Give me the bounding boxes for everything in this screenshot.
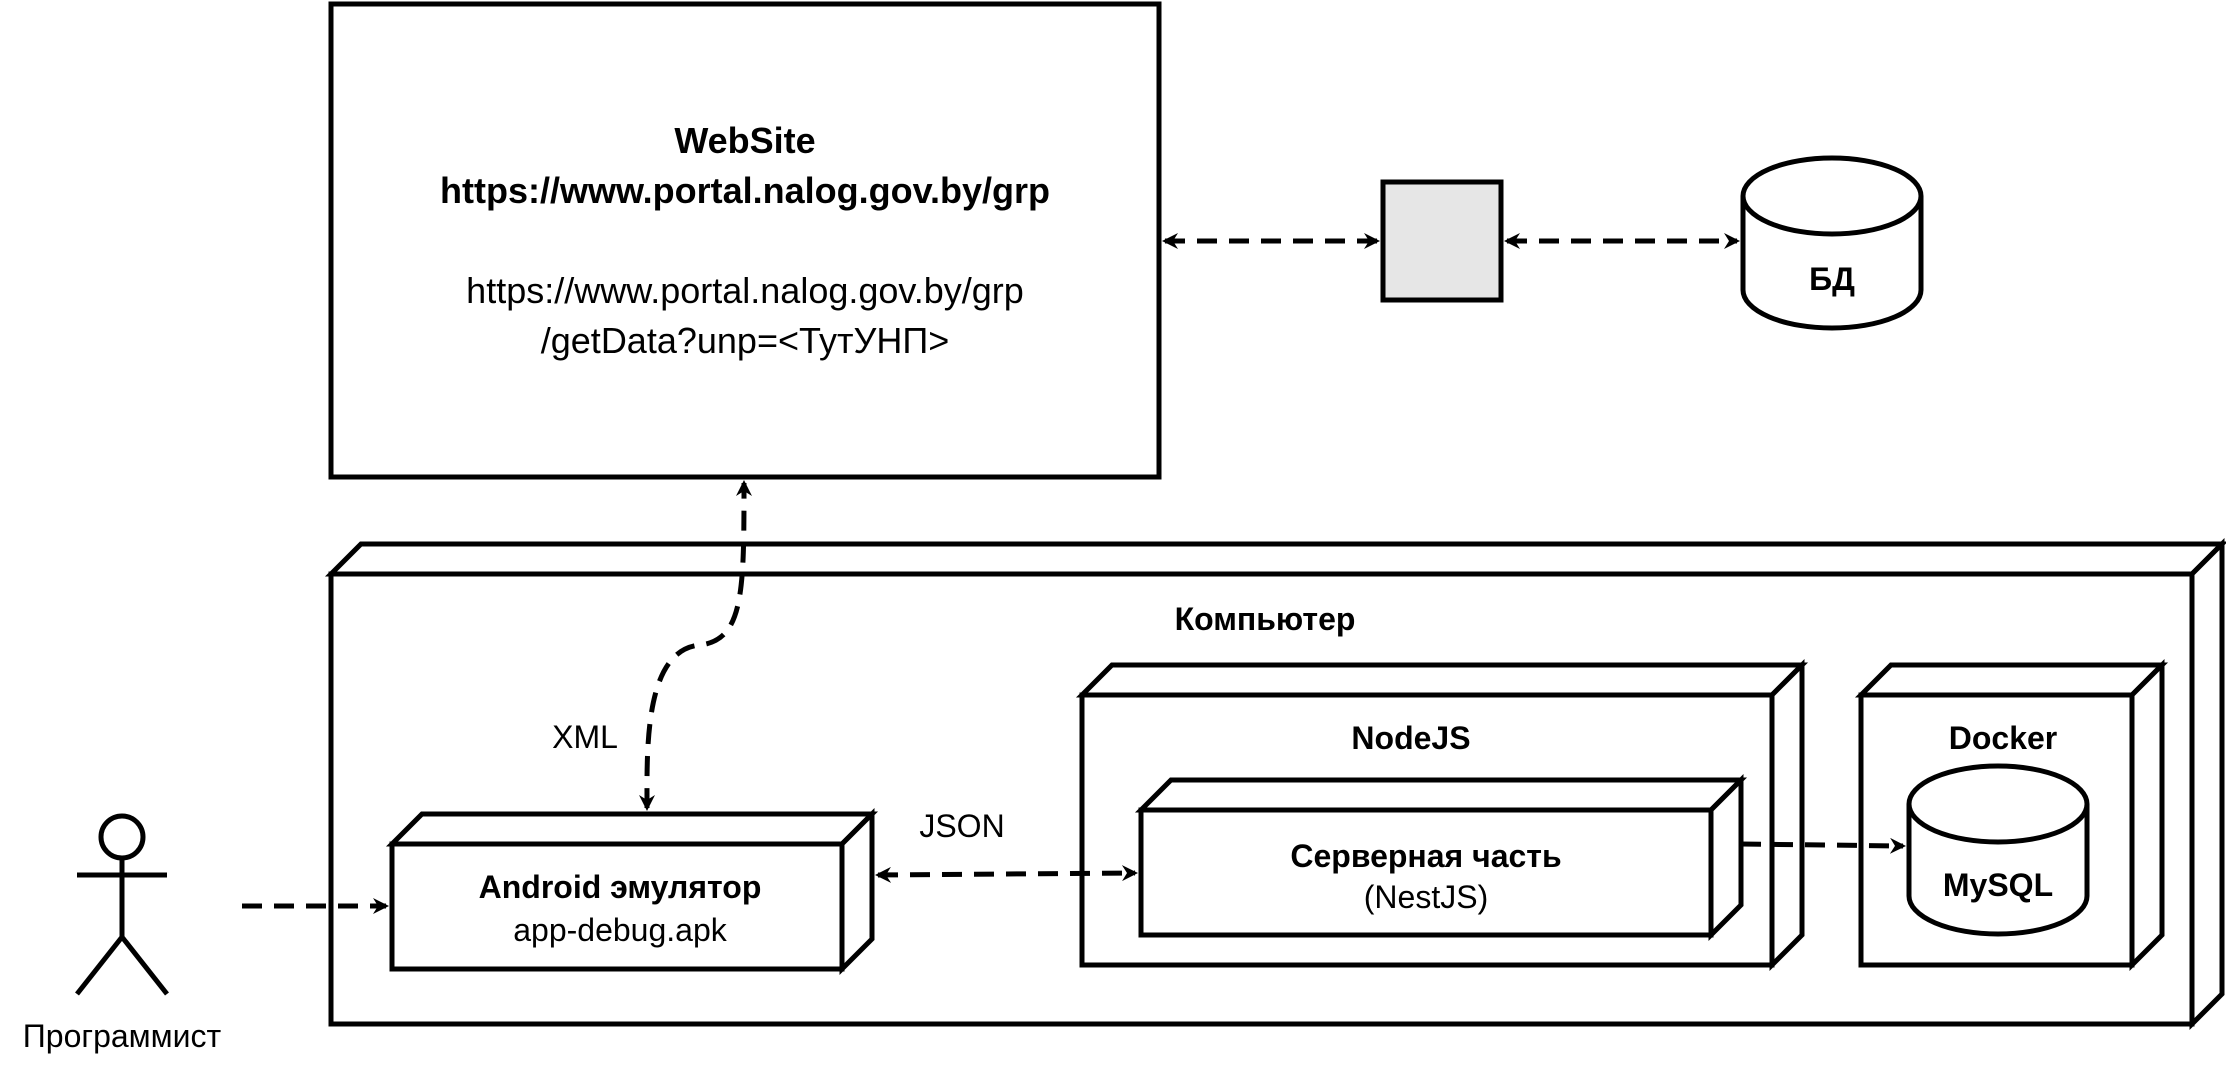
- intermediate-component: [1380, 179, 1504, 303]
- website-endpoint-line2: /getData?unp=<ТутУНП>: [541, 320, 949, 361]
- nodejs-label: NodeJS: [1351, 720, 1470, 756]
- android-title: Android эмулятор: [479, 869, 762, 905]
- website-url: https://www.portal.nalog.gov.by/grp: [440, 170, 1050, 211]
- mysql-label: MySQL: [1943, 867, 2053, 903]
- website-endpoint-line1: https://www.portal.nalog.gov.by/grp: [466, 270, 1024, 311]
- website-title: WebSite: [674, 120, 815, 161]
- server-title: Серверная часть: [1290, 838, 1561, 874]
- server-to-mysql-arrow: [1740, 837, 1906, 854]
- website-node: WebSite https://www.portal.nalog.gov.by/…: [328, 1, 1162, 480]
- database-cylinder: БД: [1740, 155, 1924, 331]
- json-label: JSON: [919, 808, 1004, 844]
- xml-label: XML: [552, 719, 618, 755]
- server-node: Серверная часть (NestJS): [1134, 773, 1748, 942]
- actor-label: Программист: [23, 1018, 222, 1054]
- actor-programmer: Программист: [23, 813, 222, 1054]
- android-node: Android эмулятор app-debug.apk: [385, 807, 879, 976]
- computer-label: Компьютер: [1175, 601, 1356, 637]
- database-label: БД: [1809, 261, 1855, 297]
- docker-label: Docker: [1949, 720, 2058, 756]
- docker-node: Docker MySQL: [1854, 658, 2169, 972]
- android-file: app-debug.apk: [513, 912, 728, 948]
- android-server-arrow: [875, 865, 1138, 883]
- server-subtitle: (NestJS): [1364, 879, 1488, 915]
